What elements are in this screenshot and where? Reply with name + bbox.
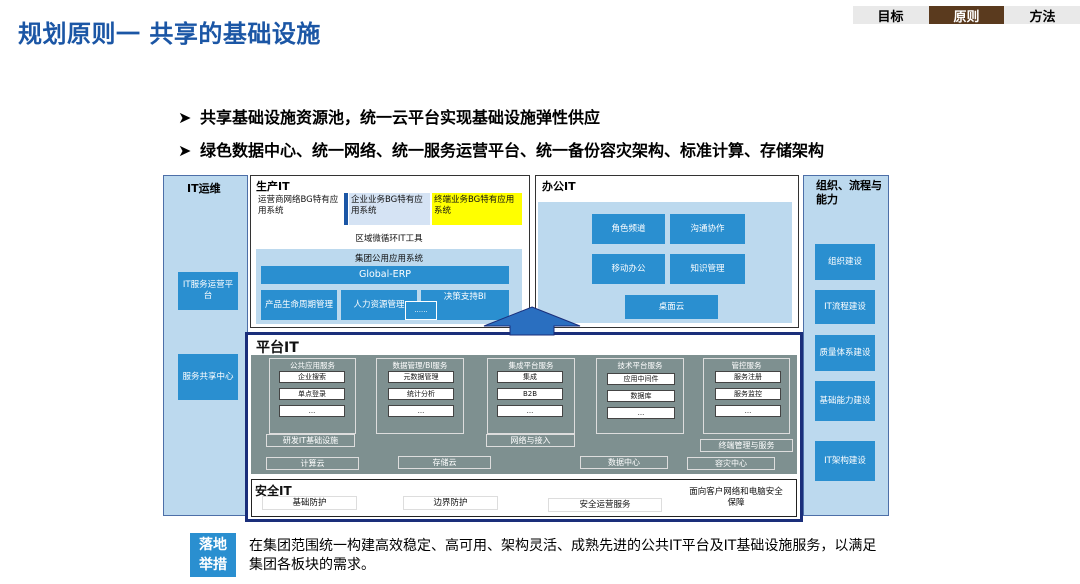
it-service-platform-box: IT服务运营平台 <box>178 272 238 310</box>
service-group-title: 管控服务 <box>731 361 762 370</box>
page-title: 规划原则一 共享的基础设施 <box>18 20 321 48</box>
service-item: 服务注册 <box>715 371 781 383</box>
service-group-public <box>269 358 356 434</box>
landing-badge: 落地举措 <box>190 533 236 577</box>
service-item: ... <box>715 405 781 417</box>
plm-box: 产品生命周期管理 <box>261 290 337 320</box>
service-group-title: 集成平台服务 <box>508 361 554 370</box>
security-ops-service: 安全运营服务 <box>548 498 662 512</box>
it-process-box: IT流程建设 <box>815 290 875 324</box>
compute-cloud-label: 计算云 <box>266 457 359 470</box>
tab-method[interactable]: 方法 <box>1029 9 1056 25</box>
service-item: ... <box>607 407 675 419</box>
platform-it-title: 平台IT <box>256 340 299 356</box>
bg-app-consumer: 终端业务BG特有应用系统 <box>432 193 522 225</box>
quality-system-box: 质量体系建设 <box>815 335 875 371</box>
it-architecture-box: IT架构建设 <box>815 441 875 481</box>
network-access-label: 网络与接入 <box>486 434 575 447</box>
security-it-title: 安全IT <box>255 484 292 498</box>
service-item: 单点登录 <box>279 388 345 400</box>
it-ops-panel <box>163 175 248 516</box>
ellipsis-box: ...... <box>405 301 437 320</box>
service-item: 服务监控 <box>715 388 781 400</box>
knowledge-mgmt-box: 知识管理 <box>670 254 745 284</box>
arrow-bullet-icon: ➤ <box>178 141 192 160</box>
terminal-mgmt-label: 终端管理与服务 <box>700 439 793 452</box>
divider <box>344 193 348 225</box>
global-erp-box: Global-ERP <box>261 266 509 284</box>
collaboration-box: 沟通协作 <box>670 214 745 244</box>
security-it-panel <box>251 479 797 517</box>
hr-box: 人力资源管理 <box>341 290 417 320</box>
service-group-integration <box>487 358 575 434</box>
dr-center-label: 容灾中心 <box>687 457 775 470</box>
service-item: 统计分析 <box>388 388 454 400</box>
role-channel-box: 角色频道 <box>592 214 665 244</box>
service-item: ... <box>388 405 454 417</box>
boundary-protection: 边界防护 <box>403 496 498 510</box>
service-group-data <box>376 358 464 434</box>
service-item: 元数据管理 <box>388 371 454 383</box>
bg-app-carrier: 运营商网络BG特有应用系统 <box>256 193 342 225</box>
office-it-title: 办公IT <box>542 180 576 193</box>
arrow-bullet-icon: ➤ <box>178 108 192 127</box>
production-it-title: 生产IT <box>256 180 290 193</box>
mobile-office-box: 移动办公 <box>592 254 665 284</box>
it-ops-title: IT运维 <box>187 182 221 195</box>
regional-it-tools: 区域微循环IT工具 <box>355 234 423 244</box>
tab-principle[interactable]: 原则 <box>929 6 1004 25</box>
group-apps-title: 集团公用应用系统 <box>354 254 423 264</box>
rd-infra-label: 研发IT基础设施 <box>266 434 355 447</box>
service-item: B2B <box>497 388 563 400</box>
desktop-cloud-box: 桌面云 <box>625 295 718 319</box>
service-group-tech <box>596 358 684 434</box>
service-group-title: 技术平台服务 <box>617 361 663 370</box>
tab-goal[interactable]: 目标 <box>877 9 904 25</box>
bg-app-enterprise: 企业业务BG特有应用系统 <box>349 193 430 225</box>
base-capability-box: 基础能力建设 <box>815 381 875 421</box>
up-arrow-icon <box>483 306 581 336</box>
service-group-title: 公共应用服务 <box>290 361 335 370</box>
service-group-control <box>703 358 790 434</box>
service-item: 应用中间件 <box>607 373 675 385</box>
service-item: 集成 <box>497 371 563 383</box>
service-item: ... <box>497 405 563 417</box>
org-build-box: 组织建设 <box>815 244 875 280</box>
basic-protection: 基础防护 <box>262 496 357 510</box>
service-item: ... <box>279 405 345 417</box>
bullet-1: ➤共享基础设施资源池，统一云平台实现基础设施弹性供应 <box>178 108 601 127</box>
data-center-label: 数据中心 <box>580 456 668 469</box>
bullet-2: ➤绿色数据中心、统一网络、统一服务运营平台、统一备份容灾架构、标准计算、存储架构 <box>178 141 825 160</box>
service-item: 数据库 <box>607 390 675 402</box>
service-group-title: 数据管理/BI服务 <box>392 361 448 370</box>
service-share-center-box: 服务共享中心 <box>178 354 238 400</box>
org-title: 组织、流程与能力 <box>816 179 882 207</box>
customer-security: 面向客户网络和电脑安全保障 <box>689 487 783 508</box>
service-item: 企业搜索 <box>279 371 345 383</box>
storage-cloud-label: 存储云 <box>398 456 491 469</box>
landing-text: 在集团范围统一构建高效稳定、高可用、架构灵活、成熟先进的公共IT平台及IT基础设… <box>249 538 877 573</box>
